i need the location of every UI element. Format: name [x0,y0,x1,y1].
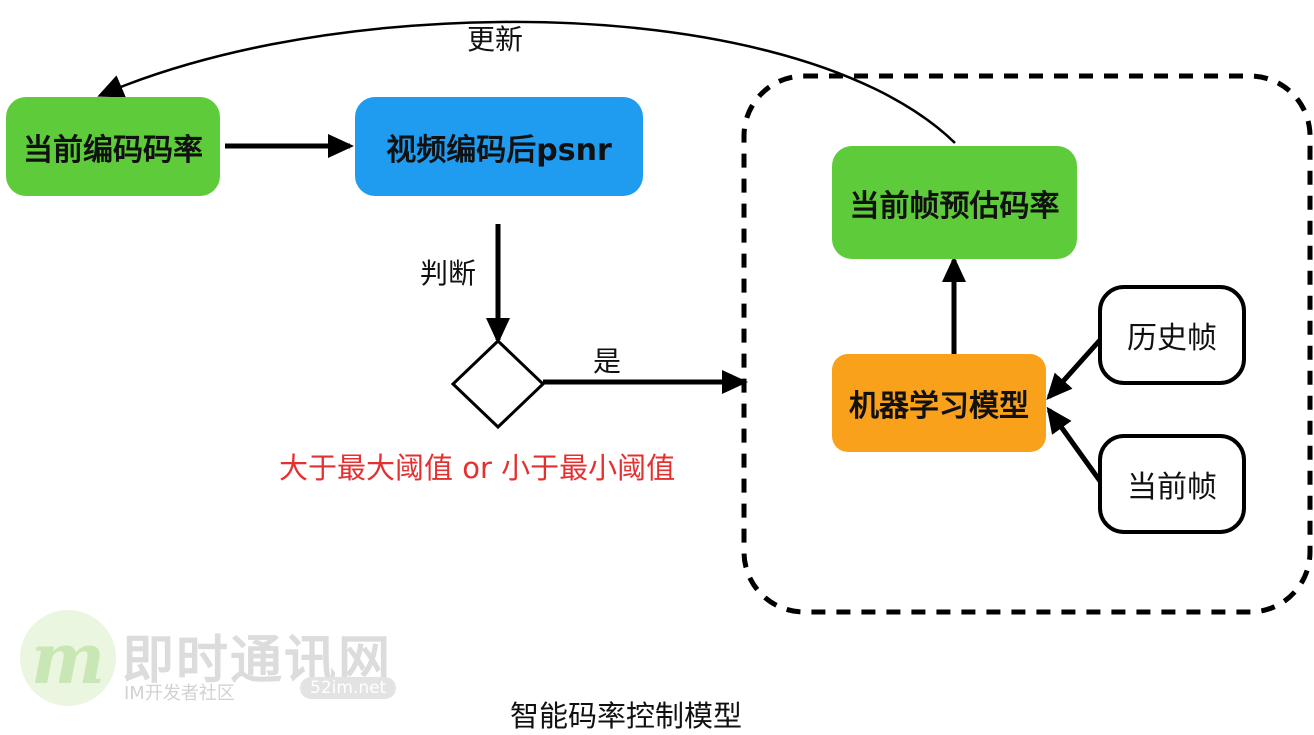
node-frame-estimated-bitrate: 当前帧预估码率 [832,146,1077,259]
edge-label-judge: 判断 [420,257,477,290]
node-ml-model: 机器学习模型 [832,354,1046,452]
decision-condition-text: 大于最大阈值 or 小于最小阈值 [279,451,676,485]
history-to-model-arrow [1046,338,1102,400]
update-feedback-arrow [97,20,956,144]
current-frame-to-model-arrow [1046,406,1103,483]
decision-diamond [450,338,546,430]
node-current-frame: 当前帧 [1098,434,1246,534]
watermark-logo: m [20,610,116,706]
watermark-subtitle: IM开发者社区 [124,683,235,704]
node-post-encode-psnr: 视频编码后psnr [355,97,643,196]
diagram-caption: 智能码率控制模型 [510,699,743,733]
node-history-frames: 历史帧 [1098,285,1246,385]
edge-label-yes: 是 [593,345,622,378]
edge-label-update: 更新 [467,23,524,56]
watermark-badge: 52im.net [300,677,397,699]
node-current-bitrate: 当前编码码率 [6,97,220,196]
